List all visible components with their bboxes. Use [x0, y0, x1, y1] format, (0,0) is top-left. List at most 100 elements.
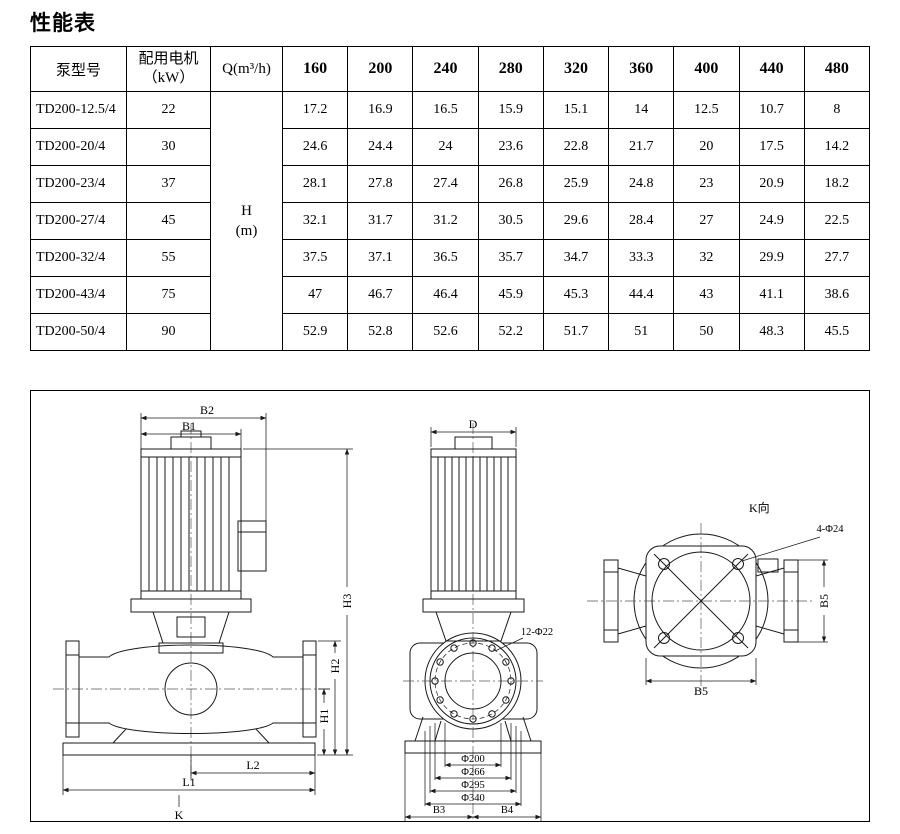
head-value-cell: 50 — [673, 313, 740, 351]
head-value-cell: 25.9 — [542, 165, 610, 203]
head-value-cell: 52.8 — [347, 313, 414, 351]
pump-outline-drawing: B2 B1 H1 H2 H3 — [53, 403, 845, 821]
head-value-cell: 15.1 — [542, 91, 610, 129]
head-value-cell: 24.9 — [738, 202, 805, 240]
head-value-cell: 33.3 — [608, 239, 675, 277]
head-value-cell: 51 — [608, 313, 675, 351]
head-value-cell: 32.1 — [281, 202, 349, 240]
head-value-cell: 31.2 — [412, 202, 479, 240]
dim-label-b5-bottom: B5 — [694, 684, 708, 698]
head-value-cell: 46.4 — [412, 276, 479, 314]
base-plate-side — [404, 740, 542, 754]
head-value-cell: 16.9 — [347, 91, 414, 129]
head-value-cell: 36.5 — [412, 239, 479, 277]
head-value-cell: 44.4 — [608, 276, 675, 314]
head-value-cell: 23.6 — [477, 128, 544, 166]
head-value-cell: 45.5 — [803, 313, 871, 351]
head-value-cell: 32 — [673, 239, 740, 277]
dim-label-b2: B2 — [200, 403, 214, 417]
head-value-cell: 43 — [673, 276, 740, 314]
pump-model-cell: TD200-20/4 — [30, 128, 127, 166]
discharge-flange — [302, 640, 317, 738]
head-value-cell: 24.4 — [347, 128, 414, 166]
head-unit-cell: H(m) — [210, 91, 283, 351]
header-flow-360: 360 — [608, 46, 675, 92]
header-flow-480: 480 — [803, 46, 871, 92]
dimension-drawing: B2 B1 H1 H2 H3 — [30, 390, 870, 822]
head-value-cell: 12.5 — [673, 91, 740, 129]
front-view: B2 B1 H1 H2 H3 — [53, 403, 354, 821]
head-value-cell: 37.5 — [281, 239, 349, 277]
table-header-row: 泵型号 配用电机 （kW） Q(m³/h) 160 200 240 280 32… — [30, 46, 871, 92]
k-view-title: K向 — [749, 500, 770, 515]
right-pipe-flange — [783, 559, 799, 643]
head-value-cell: 46.7 — [347, 276, 414, 314]
head-value-cell: 17.2 — [281, 91, 349, 129]
head-value-cell: 18.2 — [803, 165, 871, 203]
head-value-cell: 41.1 — [738, 276, 805, 314]
head-value-cell: 48.3 — [738, 313, 805, 351]
head-value-cell: 28.1 — [281, 165, 349, 203]
dim-label-h1: H1 — [317, 709, 331, 724]
head-value-cell: 47 — [281, 276, 349, 314]
head-value-cell: 29.9 — [738, 239, 805, 277]
header-flow-160: 160 — [281, 46, 349, 92]
performance-table: 泵型号 配用电机 （kW） Q(m³/h) 160 200 240 280 32… — [30, 46, 871, 351]
terminal-box — [237, 520, 267, 572]
head-value-cell: 20 — [673, 128, 740, 166]
motor-kw-cell: 30 — [126, 128, 211, 166]
head-value-cell: 52.9 — [281, 313, 349, 351]
dim-label-phi340: Φ340 — [461, 793, 484, 804]
head-value-cell: 35.7 — [477, 239, 544, 277]
motor-kw-cell: 55 — [126, 239, 211, 277]
head-value-cell: 52.2 — [477, 313, 544, 351]
head-value-cell: 34.7 — [542, 239, 610, 277]
dim-label-phi266: Φ266 — [461, 767, 484, 778]
left-pipe-flange — [603, 559, 619, 643]
motor-kw-cell: 90 — [126, 313, 211, 351]
pump-model-cell: TD200-23/4 — [30, 165, 127, 203]
head-value-cell: 26.8 — [477, 165, 544, 203]
dim-label-h2: H2 — [328, 659, 342, 674]
head-value-cell: 51.7 — [542, 313, 610, 351]
pump-model-cell: TD200-43/4 — [30, 276, 127, 314]
head-value-cell: 27 — [673, 202, 740, 240]
head-value-cell: 14.2 — [803, 128, 871, 166]
header-pump-model: 泵型号 — [30, 46, 127, 92]
head-value-cell: 8 — [803, 91, 871, 129]
head-value-cell: 22.5 — [803, 202, 871, 240]
head-value-cell: 15.9 — [477, 91, 544, 129]
head-value-cell: 30.5 — [477, 202, 544, 240]
header-motor-power: 配用电机 （kW） — [126, 46, 211, 92]
suction-flange — [65, 640, 80, 738]
header-motor-power-line2: （kW） — [142, 70, 195, 86]
head-value-cell: 20.9 — [738, 165, 805, 203]
header-flow-320: 320 — [542, 46, 610, 92]
head-value-cell: 24.8 — [608, 165, 675, 203]
dim-label-l2: L2 — [246, 758, 259, 772]
motor-kw-cell: 75 — [126, 276, 211, 314]
head-value-cell: 27.8 — [347, 165, 414, 203]
head-value-cell: 23 — [673, 165, 740, 203]
header-flow-240: 240 — [412, 46, 479, 92]
header-flow-400: 400 — [673, 46, 740, 92]
header-flow-200: 200 — [347, 46, 414, 92]
head-value-cell: 17.5 — [738, 128, 805, 166]
header-flow-q: Q(m³/h) — [210, 46, 283, 92]
dim-label-d: D — [469, 417, 478, 431]
head-value-cell: 24.6 — [281, 128, 349, 166]
head-value-cell: 45.9 — [477, 276, 544, 314]
motor-kw-cell: 45 — [126, 202, 211, 240]
callout-4-holes: 4-Φ24 — [817, 524, 845, 535]
head-unit-line1: H — [241, 202, 252, 219]
header-motor-power-line1: 配用电机 — [138, 50, 199, 67]
